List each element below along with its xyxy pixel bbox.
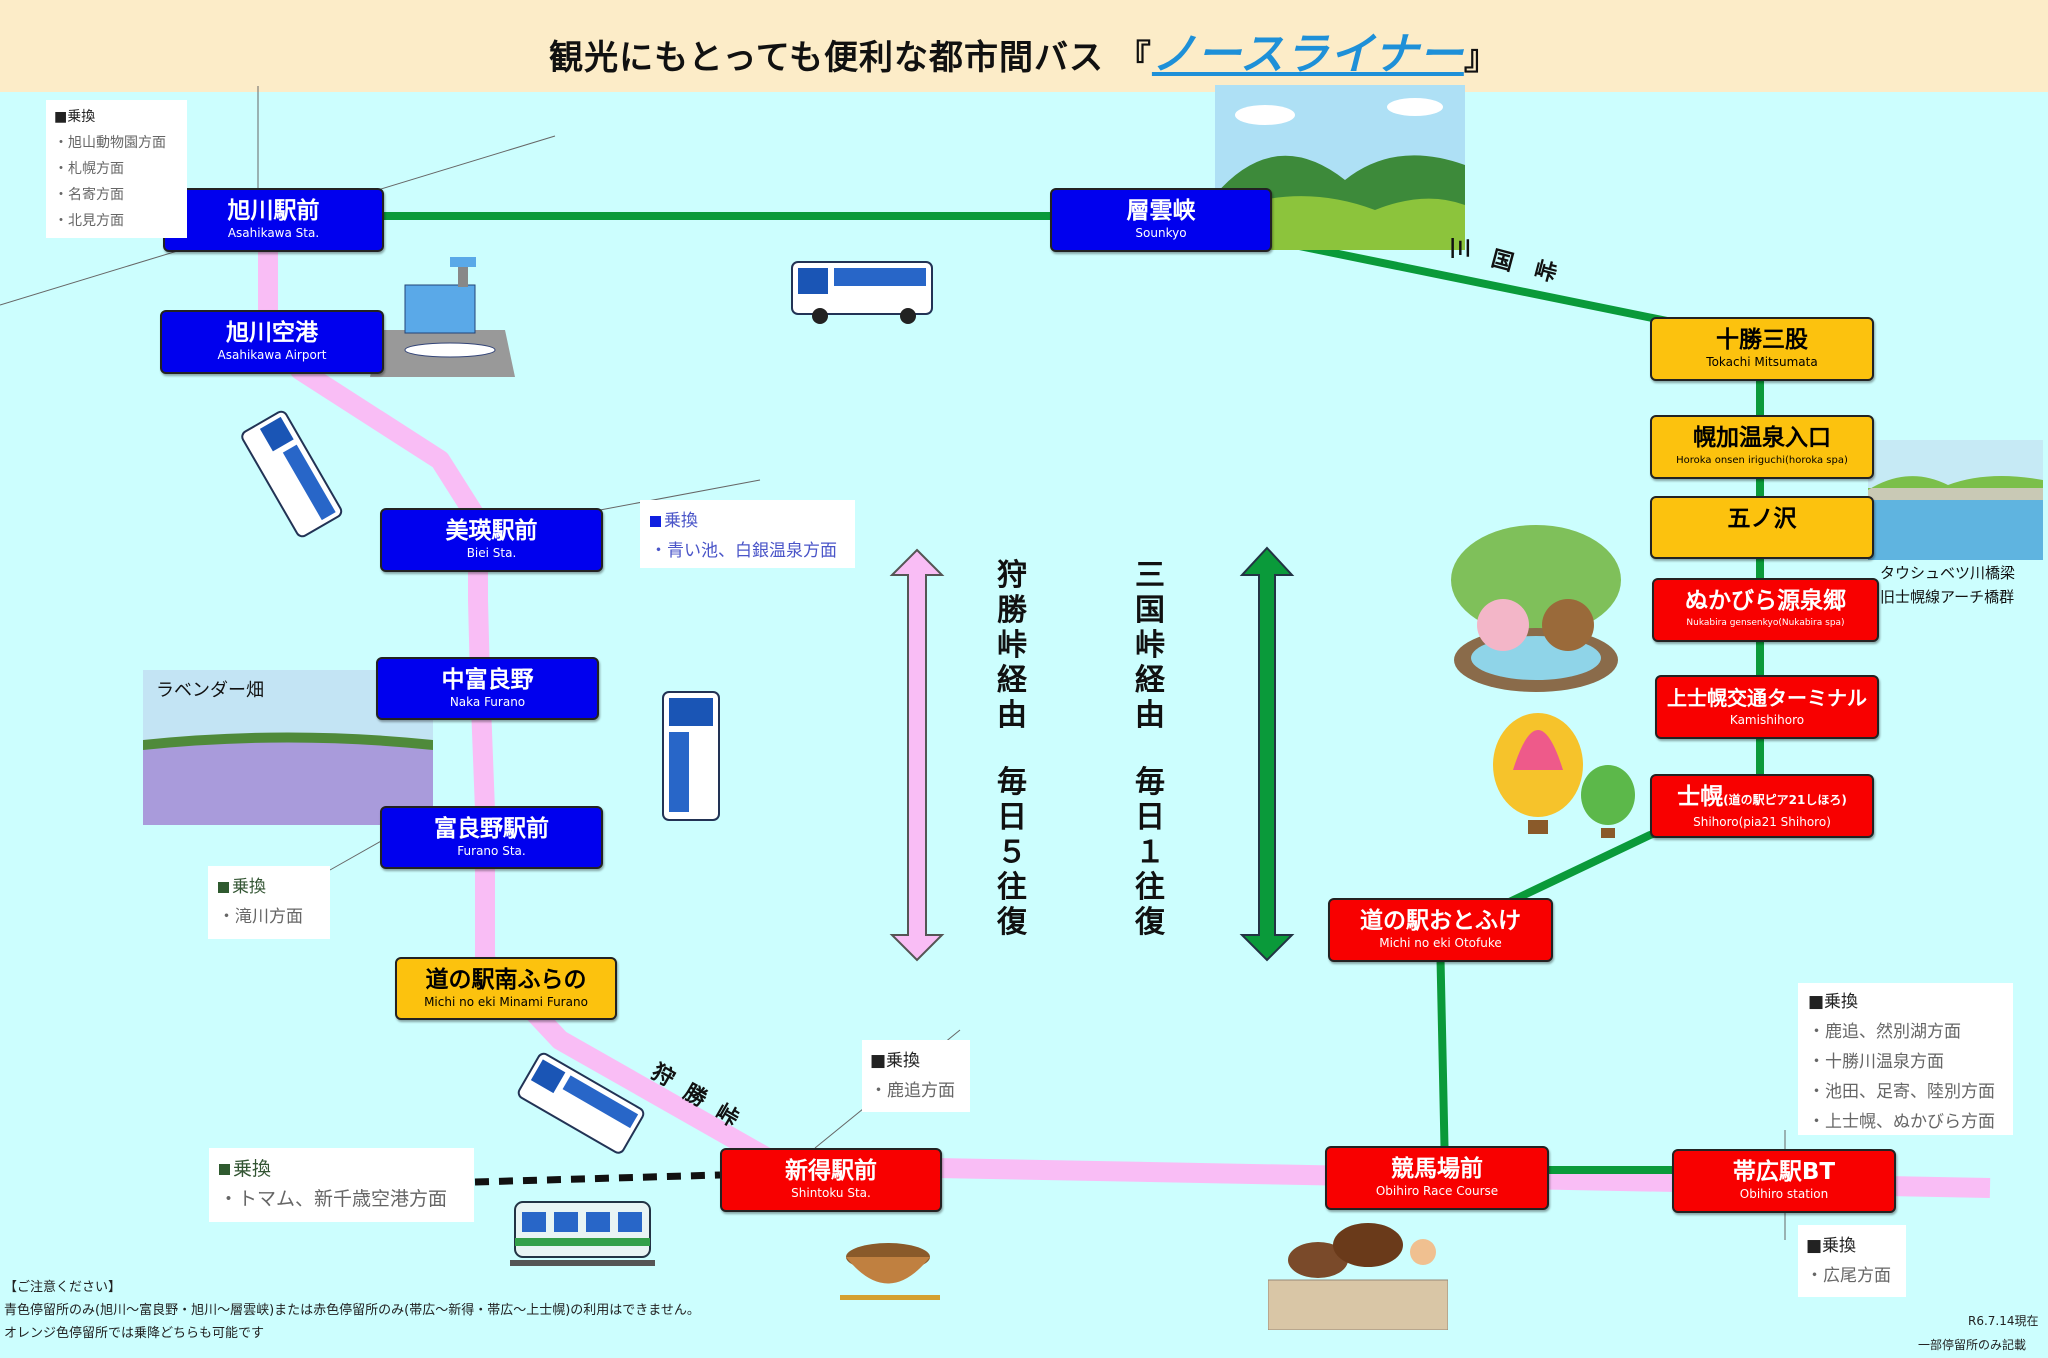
page-title: 観光にもとっても便利な都市間バス 『ノースライナー』 <box>549 29 1499 80</box>
bus-icon <box>235 410 345 540</box>
mikuni-via: 三国峠経由 <box>1135 558 1165 733</box>
airport-icon <box>370 255 515 377</box>
label-bridge-2: 旧士幌線アーチ橋群 <box>1880 588 2015 606</box>
header-band: 観光にもとっても便利な都市間バス 『ノースライナー』 <box>0 0 2048 92</box>
karikachi-freq: 毎日５往復 <box>997 765 1027 940</box>
karikachi-arrow <box>889 548 945 962</box>
lavender-field-icon <box>143 670 433 825</box>
notes-partial: 一部停留所のみ記載 <box>1918 1338 2027 1352</box>
balloon-icon <box>1470 710 1640 865</box>
green-square-icon <box>218 881 229 893</box>
green-square-icon <box>219 1164 230 1175</box>
transfer-shintoku-west: 乗換 ・トマム、新千歳空港方面 <box>209 1148 474 1222</box>
mikuni-arrow <box>1239 546 1295 962</box>
notes-heading: 【ご注意ください】 <box>4 1280 122 1295</box>
bus-icon <box>515 1048 645 1163</box>
notes-date: R6.7.14現在 <box>1968 1314 2039 1328</box>
train-icon <box>510 1190 655 1272</box>
notes-line-2: オレンジ色停留所では乗降どちらも可能です <box>4 1326 265 1341</box>
label-lavender: ラベンダー畑 <box>156 680 264 701</box>
station-shihoro[interactable]: 士幌(道の駅ピア21しほろ) Shihoro(pia21 Shihoro) <box>1650 774 1874 838</box>
station-horoka[interactable]: 幌加温泉入口 Horoka onsen iriguchi(horoka spa) <box>1650 415 1874 479</box>
station-otofuke[interactable]: 道の駅おとふけ Michi no eki Otofuke <box>1328 898 1553 962</box>
station-biei[interactable]: 美瑛駅前 Biei Sta. <box>380 508 603 572</box>
brand-name[interactable]: ノースライナー <box>1151 29 1464 80</box>
mikuni-freq: 毎日１往復 <box>1135 765 1165 940</box>
notes-line-1: 青色停留所のみ(旭川～富良野・旭川～層雲峡)または赤色停留所のみ(帯広～新得・帯… <box>4 1303 700 1318</box>
label-bridge-1: タウシュベツ川橋梁 <box>1880 564 2016 582</box>
station-shintoku[interactable]: 新得駅前 Shintoku Sta. <box>720 1148 942 1212</box>
hot-spring-bears-icon <box>1448 520 1623 698</box>
railway-line <box>474 1171 721 1186</box>
horse-race-icon <box>1267 1190 1449 1331</box>
station-kamishihoro[interactable]: 上士幌交通ターミナル Kamishihoro <box>1655 675 1879 739</box>
transfer-furano: 乗換 ・滝川方面 <box>208 866 330 939</box>
transfer-obihiro: ■乗換 ・広尾方面 <box>1798 1225 1906 1297</box>
transfer-race-course: ■乗換 ・鹿追、然別湖方面 ・十勝川温泉方面 ・池田、足寄、陸別方面 ・上士幌、… <box>1798 983 2013 1135</box>
transfer-biei: 乗換 ・青い池、白銀温泉方面 <box>640 500 855 568</box>
station-asahikawa-airport[interactable]: 旭川空港 Asahikawa Airport <box>160 310 384 374</box>
blue-square-icon <box>650 515 661 527</box>
pass-label-mikuni-1: 三 <box>1446 236 1472 260</box>
bus-icon <box>790 258 935 326</box>
station-race-course[interactable]: 競馬場前 Obihiro Race Course <box>1325 1146 1549 1210</box>
transfer-shintoku-east: ■乗換 ・鹿追方面 <box>862 1040 970 1112</box>
soba-icon <box>838 1215 943 1310</box>
station-obihiro[interactable]: 帯広駅BT Obihiro station <box>1672 1149 1896 1213</box>
station-minami-furano[interactable]: 道の駅南ふらの Michi no eki Minami Furano <box>395 957 617 1020</box>
bridge-scene-icon <box>1868 440 2043 560</box>
transfer-asahikawa: ■乗換 ・旭山動物園方面 ・札幌方面 ・名寄方面 ・北見方面 <box>46 100 187 238</box>
station-furano[interactable]: 富良野駅前 Furano Sta. <box>380 806 603 869</box>
karikachi-via: 狩勝峠経由 <box>997 558 1027 733</box>
station-nukabira[interactable]: ぬかびら源泉郷 Nukabira gensenkyo(Nukabira spa) <box>1652 578 1879 642</box>
station-sounkyo[interactable]: 層雲峡 Sounkyo <box>1050 188 1272 252</box>
station-naka-furano[interactable]: 中富良野 Naka Furano <box>376 657 599 720</box>
station-gonosawa[interactable]: 五ノ沢 <box>1650 496 1874 559</box>
station-mitsumata[interactable]: 十勝三股 Tokachi Mitsumata <box>1650 317 1874 381</box>
station-asahikawa-sta[interactable]: 旭川駅前 Asahikawa Sta. <box>163 188 384 252</box>
bus-icon <box>655 690 727 825</box>
